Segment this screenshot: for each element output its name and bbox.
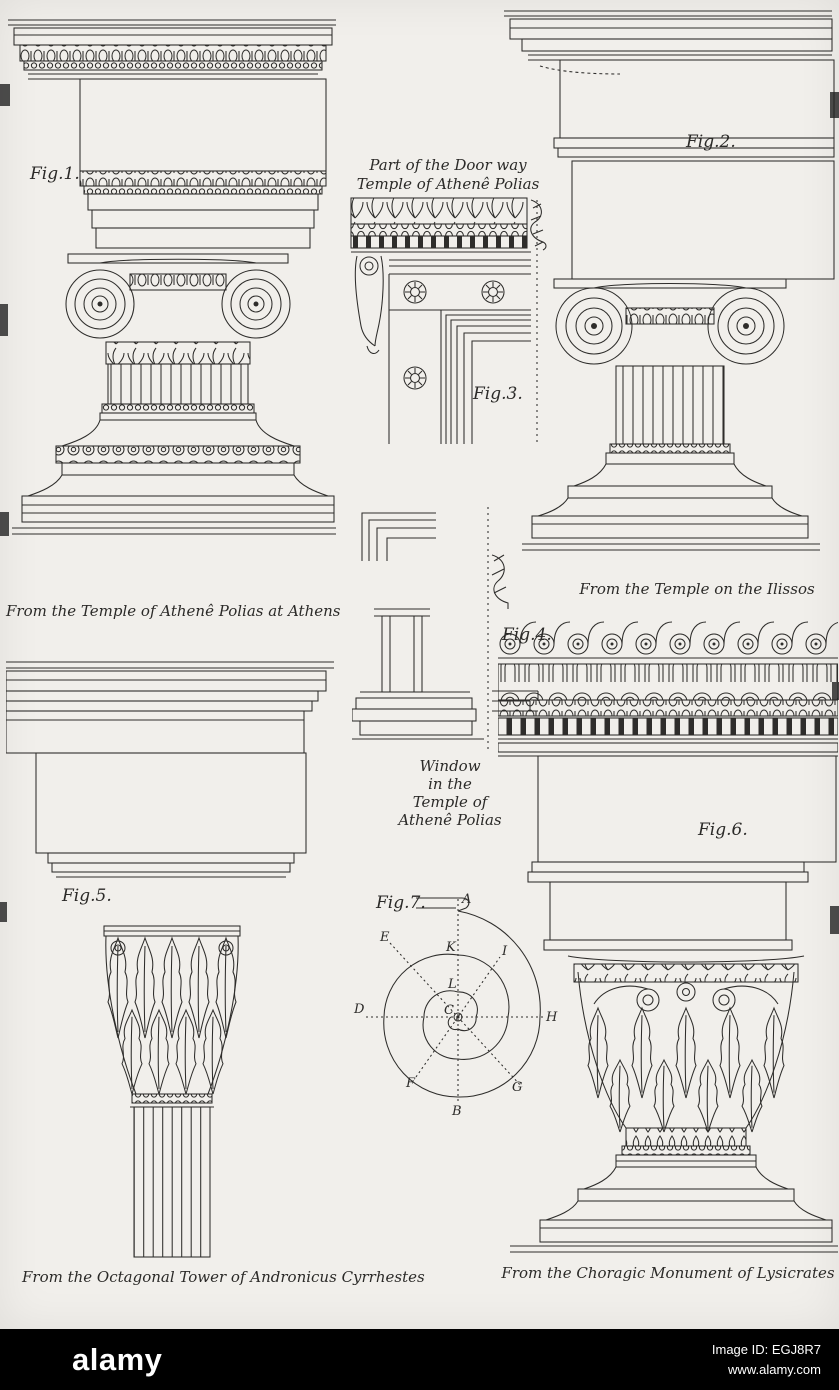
fig7-fillet-cap	[416, 897, 470, 912]
fig7-point-I: I	[501, 944, 508, 959]
figure-4-caption-line4: Athenê Polias	[398, 811, 502, 829]
alamy-logo: alamy	[72, 1341, 163, 1377]
figure-1: Fig.1. From the Temple of Athenê Polias …	[6, 16, 340, 641]
fig5-bed-moldings	[47, 852, 295, 878]
fig4-drawing	[352, 507, 539, 751]
fig6-moldings	[527, 861, 809, 951]
figure-5-label: Fig.5.	[62, 886, 112, 906]
figure-4-caption-line3: Temple of	[412, 793, 488, 811]
fig7-point-C: C	[444, 1003, 454, 1018]
fig4-jamb	[374, 608, 430, 693]
scan-mark	[0, 512, 9, 536]
fig7-point-L: L	[447, 977, 457, 992]
scan-mark	[0, 84, 10, 106]
scan-mark	[0, 304, 8, 336]
fig5-frieze	[35, 752, 307, 854]
fig4-profile-upper	[491, 554, 509, 609]
fig3-anthemion-frieze	[350, 197, 531, 253]
figure-4-caption-line2: in the	[428, 775, 472, 793]
ionic-volute-right	[707, 287, 785, 365]
fig6-scroll-cresting	[498, 621, 838, 665]
fig7-drawing: A K E L I D C H F G B	[353, 892, 558, 1117]
fig3-rosette-lintel	[481, 280, 505, 304]
ionic-volute-left	[555, 287, 633, 365]
fig5-corinthian-capital	[103, 925, 241, 1095]
fig3-section-profile	[530, 199, 547, 444]
fig7-point-B: B	[451, 1104, 462, 1117]
fig6-base	[510, 1127, 838, 1253]
fig2-cornice	[504, 10, 833, 75]
figure-4: Fig.4. Window in the Temple of Athenê Po…	[352, 505, 552, 829]
fig2-base	[522, 443, 820, 551]
scan-mark	[0, 902, 7, 922]
fig3-console-bracket	[354, 255, 384, 355]
fig2-ionic-capital	[553, 278, 787, 365]
figure-5: Fig.5. From the Octagonal Tower of Andro…	[6, 658, 425, 1290]
figure-3: Part of the Door way Temple of Athenê Po…	[345, 150, 551, 455]
figure-1-caption: From the Temple of Athenê Polias at Athe…	[6, 602, 341, 620]
figure-6-caption: From the Choragic Monument of Lysicrates	[501, 1264, 835, 1282]
ionic-volute-left	[65, 269, 135, 339]
fig3-rosette-corner	[403, 280, 427, 304]
fig1-architrave	[79, 170, 327, 249]
figure-7-label: Fig.7.	[376, 893, 426, 913]
fig1-ionic-capital	[65, 253, 291, 339]
fig6-drawing	[498, 621, 838, 1253]
fig1-neck-and-shaft	[99, 341, 257, 421]
fig7-point-H: H	[545, 1010, 558, 1025]
figure-2: Fig.2. From the Temple on the Ilissos	[498, 8, 836, 613]
scan-mark	[832, 682, 839, 700]
fig1-frieze	[79, 78, 327, 172]
figure-5-caption: From the Octagonal Tower of Andronicus C…	[22, 1268, 425, 1286]
figure-3-title-line1: Part of the Door way	[369, 156, 527, 174]
image-id: Image ID: EGJ8R7	[711, 1342, 821, 1357]
fig1-drawing	[8, 19, 336, 535]
scan-mark	[830, 906, 839, 934]
fig2-drawing	[504, 10, 835, 551]
fig6-entablature	[498, 663, 838, 757]
fig7-point-G: G	[512, 1080, 522, 1095]
fig2-fluted-shaft	[615, 365, 725, 445]
fig7-construction-lines	[366, 899, 544, 1103]
fig7-point-D: D	[353, 1002, 365, 1017]
fig3-door-frame	[388, 259, 531, 444]
fig3-drawing	[350, 197, 547, 444]
fig7-volute-spiral	[383, 910, 541, 1098]
figure-4-caption-line1: Window	[419, 757, 481, 775]
fig1-cornice	[8, 19, 336, 80]
scan-mark	[830, 92, 839, 118]
watermark-bar: alamy Image ID: EGJ8R7 www.alamy.com	[0, 1329, 839, 1390]
fig5-cornice	[6, 661, 334, 754]
figure-3-title-line2: Temple of Athenê Polias	[356, 175, 540, 193]
fig6-corinthian-capital	[567, 955, 805, 1133]
fig4-sill	[352, 691, 484, 740]
figure-7: A K E L I D C H F G B Fig.7.	[350, 885, 562, 1125]
figure-2-caption: From the Temple on the Ilissos	[579, 580, 815, 598]
figure-1-label: Fig.1.	[30, 164, 80, 184]
figure-6: Fig.6. From the Choragic Monument of Lys…	[498, 612, 838, 1284]
fig2-moldings	[553, 137, 835, 280]
fig7-point-A: A	[461, 892, 471, 907]
fig1-base	[12, 419, 336, 535]
figure-2-label: Fig.2.	[686, 132, 736, 152]
fig2-frieze	[559, 59, 835, 139]
fig7-point-K: K	[445, 940, 457, 955]
fig4-head-moldings	[361, 512, 436, 561]
fig3-rosette-jamb	[403, 366, 427, 390]
fig6-frieze	[537, 755, 837, 863]
figure-3-label: Fig.3.	[473, 384, 523, 404]
figure-4-label: Fig.4.	[502, 625, 552, 645]
fig7-point-F: F	[405, 1076, 416, 1091]
fig7-point-E: E	[379, 930, 390, 945]
figure-6-label: Fig.6.	[698, 820, 748, 840]
alamy-url: www.alamy.com	[728, 1361, 821, 1377]
fig5-shaft	[130, 1093, 214, 1258]
ionic-volute-right	[221, 269, 291, 339]
fig5-drawing	[6, 661, 334, 1258]
engraving-plate: Fig.1. From the Temple of Athenê Polias …	[0, 0, 839, 1329]
